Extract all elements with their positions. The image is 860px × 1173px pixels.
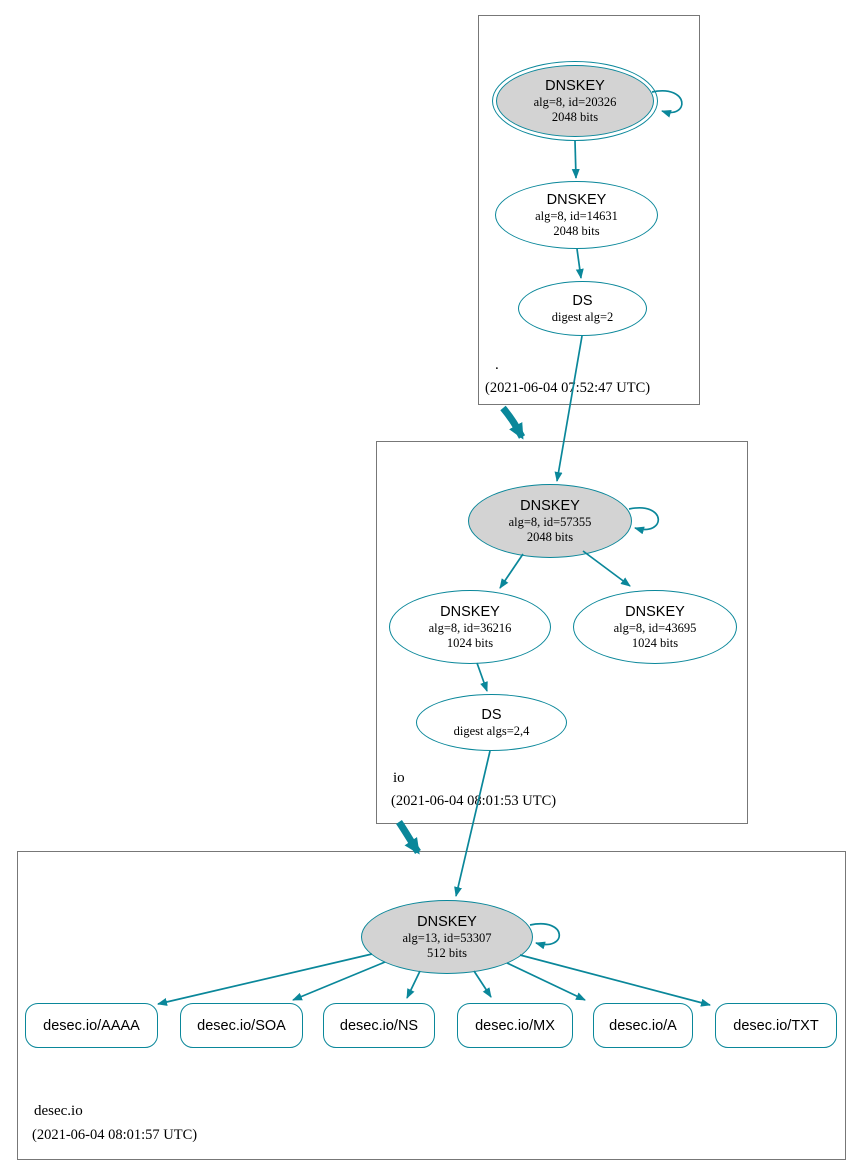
- edge-delegation-io-to-desec: [396, 820, 421, 855]
- ds-node-io: DS digest algs=2,4: [416, 694, 567, 751]
- node-bits: 2048 bits: [553, 223, 600, 238]
- node-detail: digest alg=2: [551, 309, 614, 324]
- node-title: DS: [572, 292, 593, 309]
- zone-name-desec-io: desec.io: [34, 1103, 83, 1119]
- dnskey-node-root-zsk: DNSKEY alg=8, id=14631 2048 bits: [495, 181, 658, 249]
- node-detail: alg=8, id=14631: [535, 208, 618, 223]
- zone-timestamp-desec-io: (2021-06-04 08:01:57 UTC): [32, 1127, 198, 1143]
- zone-timestamp-root: (2021-06-04 07:52:47 UTC): [485, 380, 651, 396]
- node-bits: 1024 bits: [446, 635, 494, 650]
- rrset-desec-io-txt: desec.io/TXT: [715, 1003, 837, 1048]
- node-bits: 2048 bits: [551, 109, 599, 124]
- node-detail: alg=8, id=20326: [533, 94, 617, 109]
- dnskey-node-io-zsk1: DNSKEY alg=8, id=36216 1024 bits: [389, 590, 551, 664]
- ds-node-root: DS digest alg=2: [518, 281, 647, 336]
- node-title: DNSKEY: [417, 913, 477, 930]
- node-detail: alg=8, id=57355: [508, 514, 592, 529]
- dnskey-node-io-ksk: DNSKEY alg=8, id=57355 2048 bits: [468, 484, 632, 558]
- dnskey-node-io-zsk2: DNSKEY alg=8, id=43695 1024 bits: [573, 590, 737, 664]
- node-title: DNSKEY: [440, 603, 500, 620]
- dnskey-node-desec-ksk: DNSKEY alg=13, id=53307 512 bits: [361, 900, 533, 974]
- zone-name-root: .: [495, 357, 499, 373]
- node-title: DNSKEY: [520, 497, 580, 514]
- node-detail: digest algs=2,4: [453, 723, 530, 738]
- edge-delegation-root-to-io: [500, 405, 526, 440]
- node-detail: alg=8, id=36216: [428, 620, 512, 635]
- node-title: DNSKEY: [546, 191, 607, 208]
- rrset-desec-io-aaaa: desec.io/AAAA: [25, 1003, 158, 1048]
- node-detail: alg=13, id=53307: [402, 930, 492, 945]
- node-title: DNSKEY: [625, 603, 685, 620]
- rrset-desec-io-soa: desec.io/SOA: [180, 1003, 303, 1048]
- node-bits: 2048 bits: [526, 529, 574, 544]
- zone-name-io: io: [393, 770, 405, 786]
- node-bits: 1024 bits: [631, 635, 679, 650]
- rrset-desec-io-ns: desec.io/NS: [323, 1003, 435, 1048]
- node-bits: 512 bits: [427, 945, 467, 960]
- rrset-desec-io-a: desec.io/A: [593, 1003, 693, 1048]
- node-title: DNSKEY: [545, 77, 605, 94]
- dnskey-node-root-ksk: DNSKEY alg=8, id=20326 2048 bits: [492, 61, 658, 141]
- zone-box-desec-io: desec.io (2021-06-04 08:01:57 UTC): [17, 851, 846, 1160]
- node-detail: alg=8, id=43695: [613, 620, 697, 635]
- node-title: DS: [481, 706, 502, 723]
- sep-key-inner-ring: [496, 65, 654, 137]
- zone-timestamp-io: (2021-06-04 08:01:53 UTC): [391, 793, 557, 809]
- rrset-desec-io-mx: desec.io/MX: [457, 1003, 573, 1048]
